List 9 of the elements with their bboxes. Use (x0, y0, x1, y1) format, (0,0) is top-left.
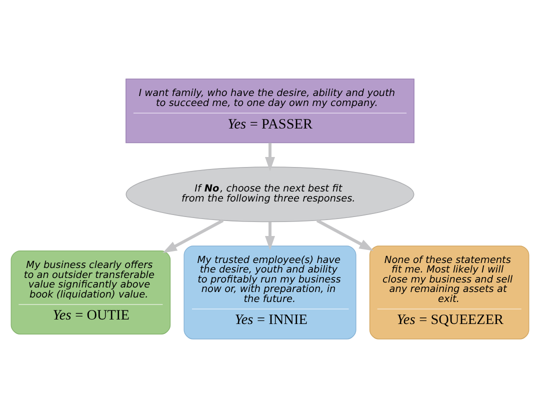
arrow (265, 222, 275, 250)
node-box: My business clearly offers to an outsider transferable value significantly above book (liquidation) value. Yes = OUTIE (10, 250, 171, 334)
arrow (316, 219, 374, 251)
arrow (265, 142, 275, 172)
node-ellipse: If No, choose the next best fit from the following three responses. (126, 166, 414, 222)
node-box: None of these statements fit me. Most likely I will close my business and sell any remaining assets at exit. Yes = SQUEEZER (369, 246, 530, 340)
arrow (162, 219, 224, 253)
node-box: I want family, who have the desire, ability and youth to succeed me, to one day own my company. Yes = PASSER (126, 78, 414, 144)
node-box: My trusted employee(s) have the desire, youth and ability to profitably run my business now or, with preparation, in the future. Yes = INNIE (184, 246, 356, 340)
